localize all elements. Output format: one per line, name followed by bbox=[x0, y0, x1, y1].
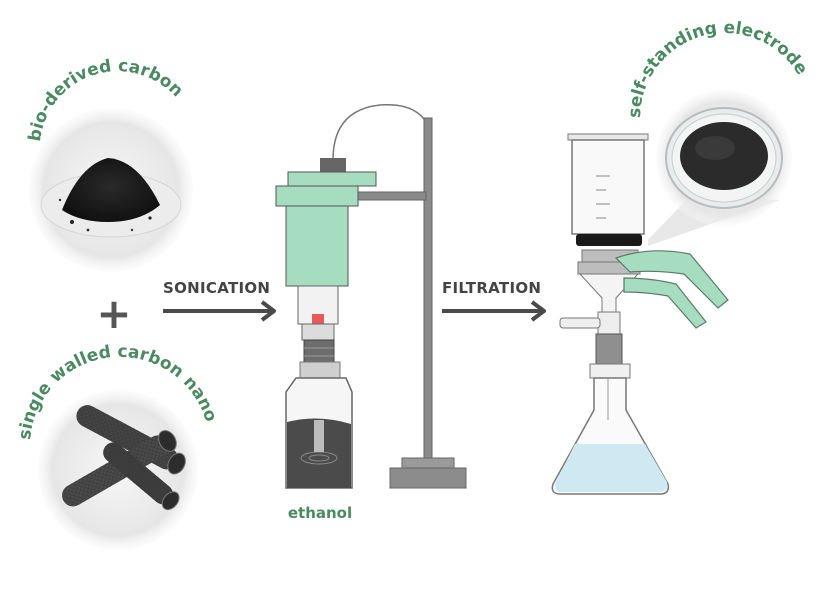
plus-sign: + bbox=[96, 289, 131, 338]
filtration-arrow bbox=[442, 300, 546, 322]
filtration-clamp bbox=[614, 250, 729, 329]
filter-flask bbox=[551, 311, 670, 495]
ethanol-label: ethanol bbox=[288, 504, 352, 522]
bio-carbon-photo bbox=[29, 108, 193, 272]
swcnt-illustration bbox=[38, 390, 198, 550]
electrode-photo bbox=[656, 90, 792, 226]
ethanol-vial bbox=[285, 361, 353, 489]
sonication-arrow bbox=[163, 300, 276, 322]
filtration-funnel bbox=[567, 133, 649, 313]
filtration-label: FILTRATION bbox=[442, 279, 541, 297]
sonicator-probe bbox=[275, 158, 377, 431]
sonication-label: SONICATION bbox=[163, 279, 270, 297]
sonicator-stand bbox=[332, 103, 467, 489]
